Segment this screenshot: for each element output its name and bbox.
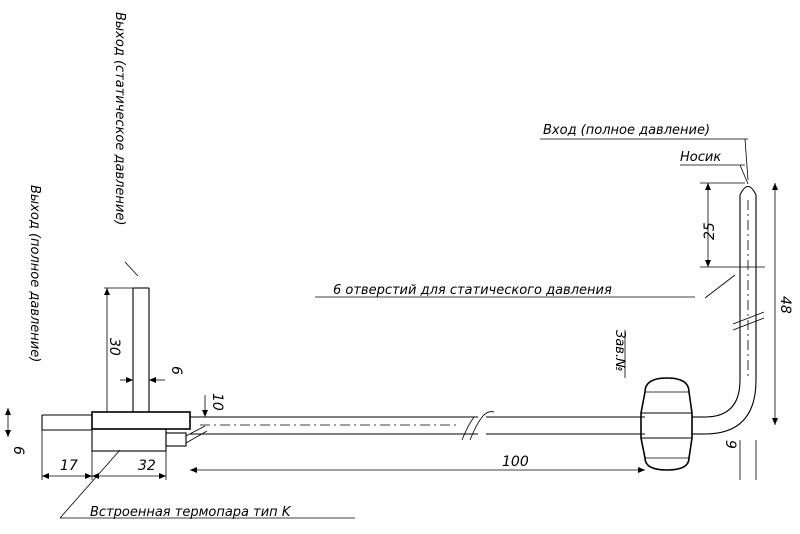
static-pressure-outlet-tube <box>132 287 150 412</box>
dimension-lines <box>5 182 778 480</box>
label-nose: Носик <box>680 150 721 165</box>
main-shaft <box>190 411 645 441</box>
label-serial-number: Зав.№ <box>612 330 627 372</box>
total-pressure-outlet-tube <box>41 414 92 431</box>
label-outlet-total: Выход (полное давление) <box>27 185 42 362</box>
label-outlet-static: Выход (статическое давление) <box>112 12 127 225</box>
label-inlet-total: Вход (полное давление) <box>543 123 710 138</box>
leader-lines <box>59 138 749 519</box>
dim-25: 25 <box>702 222 718 240</box>
label-thermocouple: Встроенная термопара тип K <box>90 505 292 520</box>
dim-30: 30 <box>106 338 122 356</box>
hex-nut <box>640 377 693 471</box>
dim-48: 48 <box>777 296 793 314</box>
dim-100: 100 <box>502 454 529 470</box>
dim-17: 17 <box>60 458 78 474</box>
label-static-holes: 6 отверстий для статического давления <box>333 283 612 298</box>
dim-6-left: 6 <box>10 446 26 455</box>
dim-6-vertical: 6 <box>168 366 184 375</box>
dim-10: 10 <box>209 393 225 411</box>
dim-32: 32 <box>138 458 156 474</box>
body-block <box>91 411 208 452</box>
dim-9: 9 <box>722 440 738 449</box>
probe-tube <box>692 185 765 435</box>
